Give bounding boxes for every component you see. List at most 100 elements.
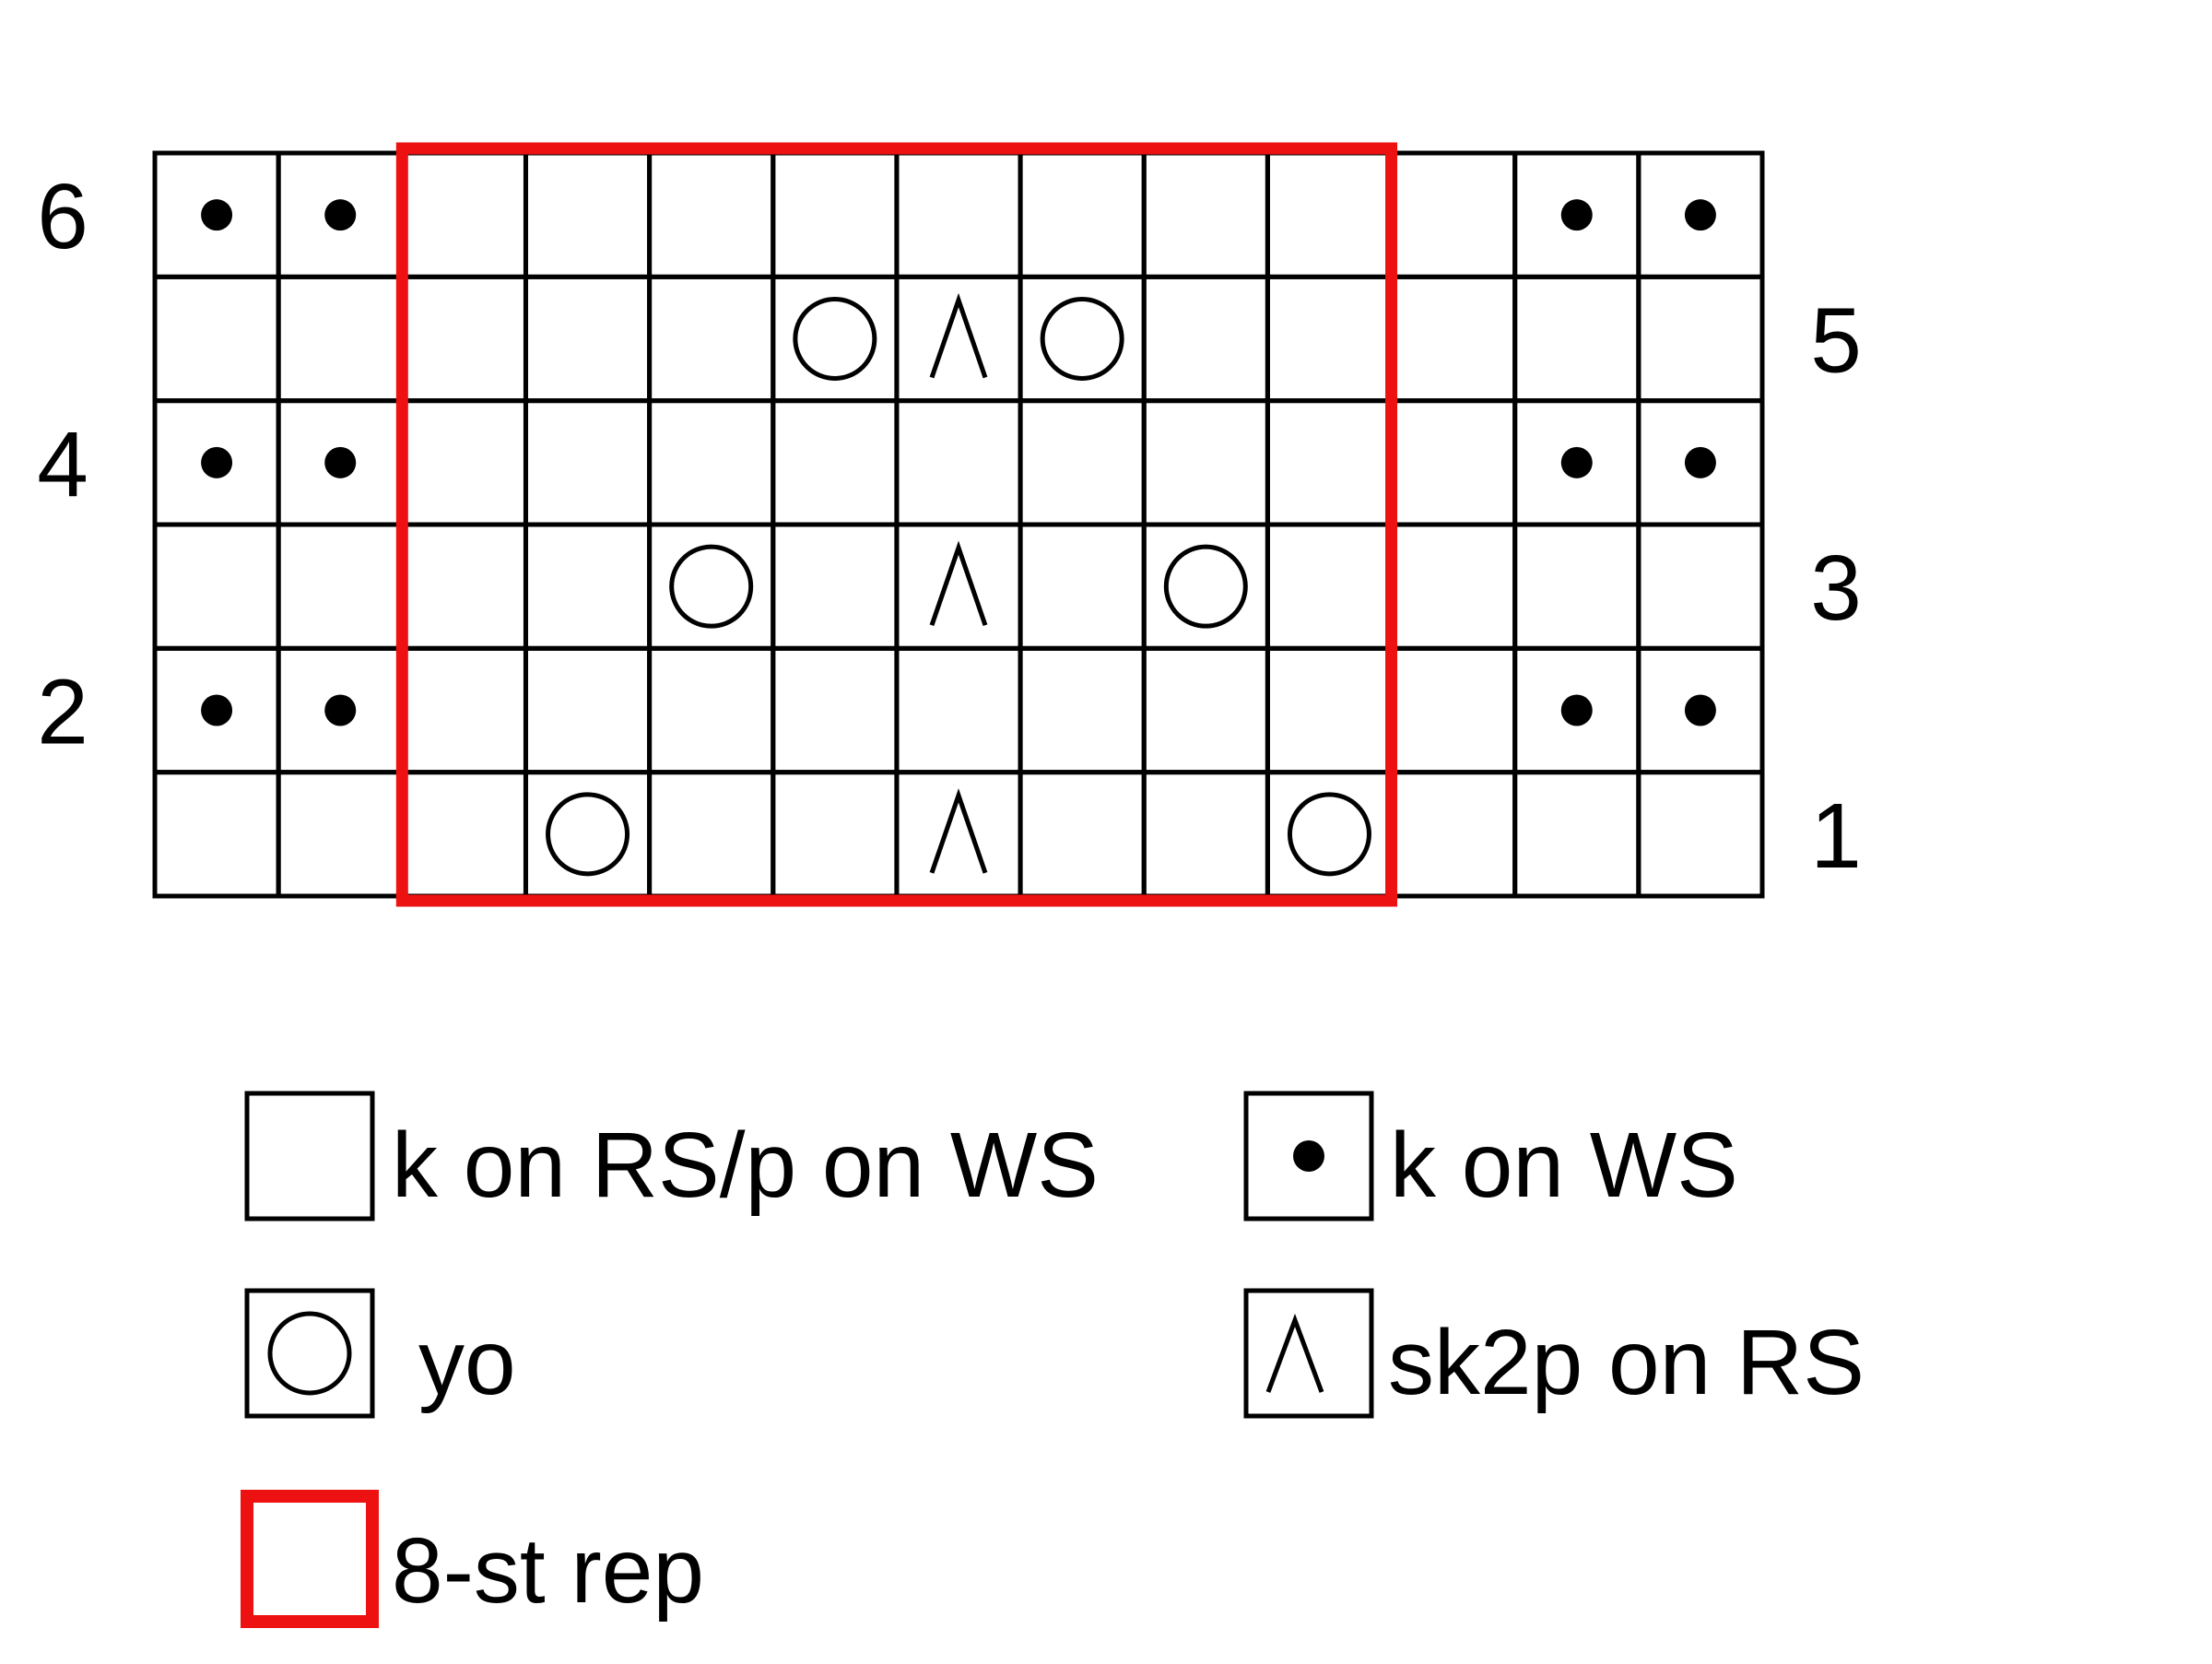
stitch-cell [1512,770,1641,899]
stitch-cell [276,522,405,651]
legend-label: k on RS/p on WS [392,1114,1099,1217]
dot-icon [1684,694,1716,726]
yarn-over-symbol-icon [244,1288,375,1419]
stitch-cell [771,398,900,527]
stitch-cell [771,150,900,279]
cell-border [1018,274,1147,404]
stitch-cell [523,274,653,404]
stitch-cell [1389,522,1518,651]
caret-icon [929,788,988,874]
stitch-cell [523,645,653,775]
stitch-cell [152,150,281,279]
circle-icon [1163,544,1248,629]
dot-icon [1684,446,1716,478]
stitch-cell [1265,398,1394,527]
stitch-cell [1512,522,1641,651]
cell-border [647,274,776,404]
row-number-label: 4 [37,413,88,516]
cell-border [894,398,1023,527]
row-number-label: 1 [1810,785,1862,888]
row-number-label: 6 [37,165,88,268]
cell-border [1636,150,1765,279]
stitch-cell [1265,645,1394,775]
cell-border [1636,522,1765,651]
stitch-cell [1389,645,1518,775]
dot-icon [1560,199,1593,231]
cell-border [1636,770,1765,899]
stitch-cell [1018,645,1147,775]
repeat-symbol-icon [241,1490,379,1628]
cell-border [894,150,1023,279]
circle-icon [1040,297,1124,381]
stitch-cell [276,398,405,527]
chart-row-2 [152,645,1765,775]
legend-label: k on WS [1390,1114,1738,1217]
cell-border [1018,150,1147,279]
stitch-cell [647,522,776,651]
stitch-cell [1636,398,1765,527]
circle-icon [267,1311,352,1396]
stitch-cell [1265,522,1394,651]
cell-border [152,522,281,651]
dot-icon [324,446,357,478]
cell-border [399,398,528,527]
dot-icon [201,446,233,478]
cell-border [523,522,653,651]
stitch-cell [1018,398,1147,527]
row-number-label: 2 [37,661,88,764]
stitch-cell [152,645,281,775]
cell-border [647,645,776,775]
cell-border [1018,522,1147,651]
stitch-cell [647,770,776,899]
cell-border [1389,645,1518,775]
stitch-cell [1636,150,1765,279]
stitch-cell [1512,274,1641,404]
stitch-cell [1636,274,1765,404]
stitch-cell [1389,150,1518,279]
chart-row-1 [152,770,1765,899]
stitch-cell [399,522,528,651]
cell-border [647,398,776,527]
circle-icon [793,297,877,381]
stitch-cell [276,150,405,279]
circle-icon [1287,792,1371,877]
stitch-cell [523,150,653,279]
repeat-box-outline [395,142,1398,907]
cell-border [771,770,900,899]
stitch-cell [1389,398,1518,527]
stitch-cell [1141,770,1270,899]
cell-border [1389,398,1518,527]
cell-border [1512,522,1641,651]
stitch-cell [1389,770,1518,899]
stitch-cell [1018,522,1147,651]
stitch-cell [1141,522,1270,651]
purl-dot-symbol-icon [1243,1091,1374,1221]
cell-border [771,398,900,527]
cell-border [771,274,900,404]
stitch-cell [276,274,405,404]
row-number-label: 5 [1810,289,1862,393]
stitch-cell [1636,770,1765,899]
cell-border [894,645,1023,775]
stitch-cell [399,770,528,899]
dot-icon [324,199,357,231]
cell-border [647,770,776,899]
legend-label: 8-st rep [392,1519,704,1623]
stitch-cell [894,398,1023,527]
cell-border [399,274,528,404]
stitch-cell [771,645,900,775]
stitch-cell [1636,522,1765,651]
legend-item-purl: k on WS [1243,1091,1738,1221]
cell-border [1265,522,1394,651]
cell-border [276,274,405,404]
cell-border [276,770,405,899]
dot-icon [1293,1140,1324,1172]
cell-border [1018,398,1147,527]
stitch-cell [152,274,281,404]
dot-icon [201,199,233,231]
legend: k on RS/p on WS k on WS yo sk2p on RS [241,1091,1865,1628]
stitch-cell [152,522,281,651]
stitch-cell [1018,770,1147,899]
